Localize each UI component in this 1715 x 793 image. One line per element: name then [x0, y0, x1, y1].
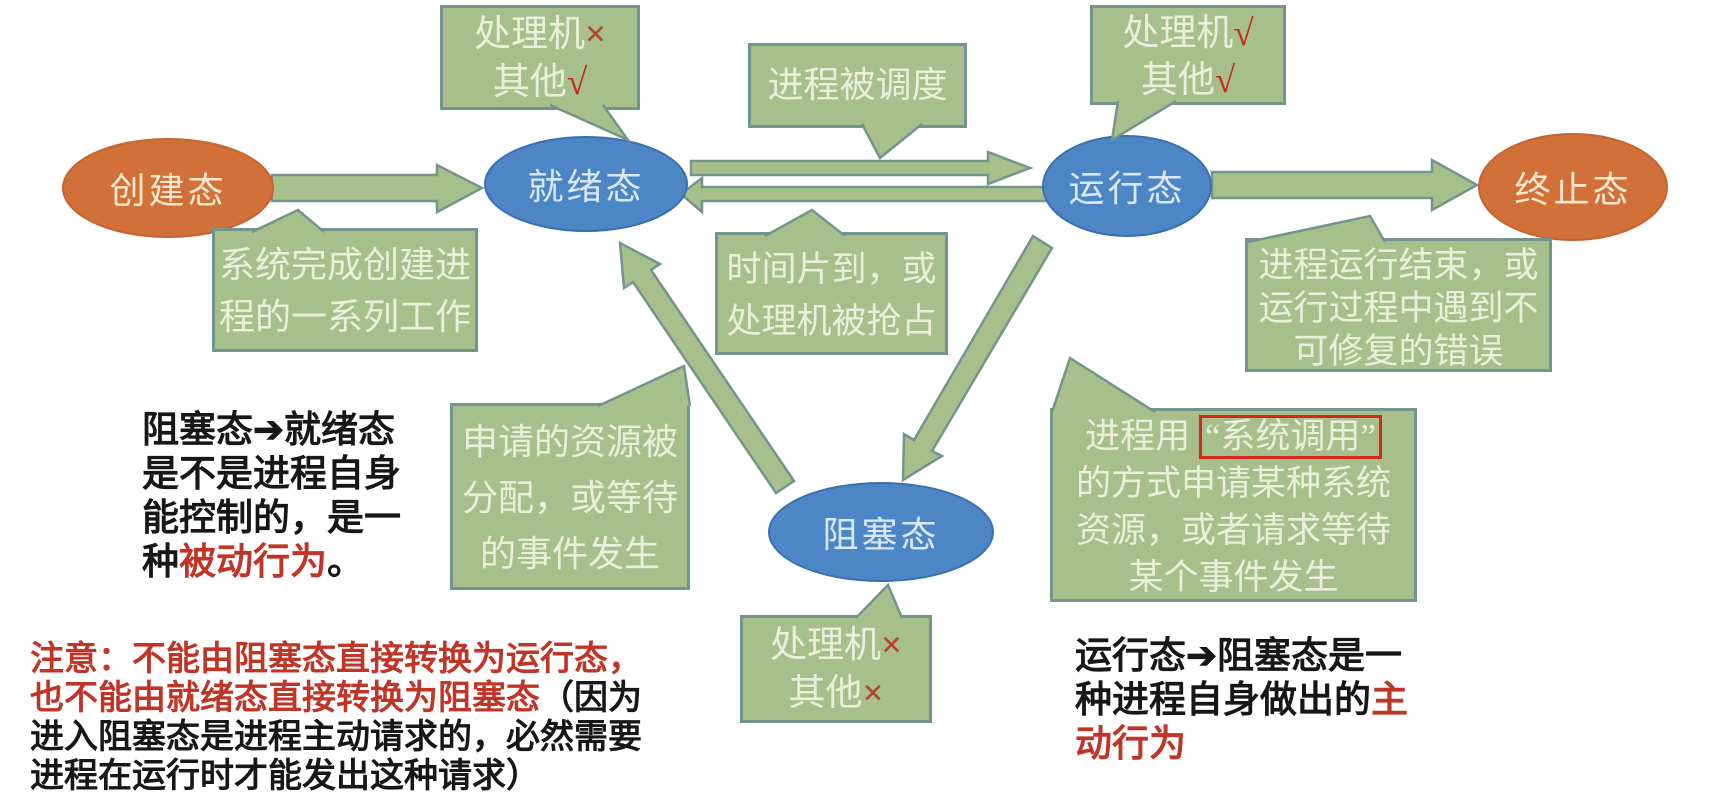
active-line3: 动行为: [1075, 723, 1186, 764]
blocked-flag-other-label: 其他: [788, 673, 863, 714]
state-create: 创建态: [62, 138, 274, 238]
passive-keyword: 被动行为: [179, 541, 327, 582]
resource-line3: 的事件发生: [479, 534, 660, 574]
state-blocked-label: 阻塞态: [822, 515, 940, 555]
state-ready-label: 就绪态: [527, 167, 645, 207]
attention-line1: 注意：不能由阻塞态直接转换为运行态，: [30, 640, 642, 678]
blocked-flag-cpu-label: 处理机: [769, 625, 881, 666]
syscall-line4: 某个事件发生: [1128, 558, 1339, 597]
state-blocked: 阻塞态: [768, 482, 994, 582]
arrow-running-to-terminated: [1210, 157, 1480, 213]
timeslice-line2: 处理机被抢占: [726, 302, 937, 341]
passive-line2: 是不是进程自身: [142, 453, 401, 494]
ready-flag-cpu-mark: ×: [584, 14, 607, 55]
syscall-line2: 的方式申请某种系统: [1075, 464, 1391, 503]
attention-line2-black: （因为: [540, 679, 642, 717]
note-passive-behavior: 阻塞态➔就绪态 是不是进程自身 能控制的，是一 种被动行为。: [142, 408, 401, 584]
ready-flag-other-label: 其他: [492, 62, 567, 103]
note-active-behavior: 运行态➔阻塞态是一 种进程自身做出的主 动行为: [1075, 634, 1408, 766]
blocked-flag-other-mark: ×: [862, 673, 884, 714]
arrow-create-to-ready: [270, 162, 485, 215]
callout-syscall: 进程用 “系统调用” 的方式申请某种系统 资源，或者请求等待 某个事件发生: [1050, 408, 1417, 602]
passive-line1: 阻塞态➔就绪态: [142, 409, 396, 450]
callout-create-done: 系统完成创建进 程的一系列工作: [212, 228, 478, 352]
callout-timeslice: 时间片到，或 处理机被抢占: [715, 232, 948, 355]
run-end-line3: 可修复的错误: [1293, 332, 1504, 371]
state-running: 运行态: [1042, 135, 1212, 237]
ready-flag-cpu-label: 处理机: [473, 14, 585, 55]
blocked-flag-cpu-mark: ×: [880, 625, 903, 666]
callout-run-end: 进程运行结束，或 运行过程中遇到不 可修复的错误: [1245, 238, 1552, 372]
tail-blocked-flags: [855, 582, 904, 619]
resource-line1: 申请的资源被: [461, 422, 678, 462]
tail-scheduled: [860, 123, 923, 160]
callout-process-scheduled: 进程被调度: [748, 43, 967, 128]
syscall-highlight-frame: “系统调用”: [1198, 415, 1382, 459]
attention-line4: 进程在运行时才能发出这种请求）: [30, 757, 540, 793]
state-running-label: 运行态: [1068, 169, 1186, 209]
create-done-line1: 系统完成创建进: [218, 245, 471, 285]
running-flag-other-label: 其他: [1140, 60, 1215, 101]
passive-line3: 能控制的，是一: [142, 497, 401, 538]
passive-line4-suffix: 。: [327, 541, 364, 582]
attention-line3: 进入阻塞态是进程主动请求的，必然需要: [30, 718, 642, 756]
active-line1: 运行态➔阻塞态是一: [1075, 635, 1403, 676]
scheduled-text: 进程被调度: [767, 65, 948, 105]
run-end-line1: 进程运行结束，或: [1258, 246, 1539, 285]
create-done-line2: 程的一系列工作: [218, 297, 471, 337]
active-line2-red: 主: [1371, 679, 1408, 720]
timeslice-line1: 时间片到，或: [726, 250, 937, 289]
active-line2-black: 种进程自身做出的: [1075, 679, 1371, 720]
tail-resource: [597, 364, 692, 408]
tail-ready-flags: [549, 103, 632, 144]
passive-line4-prefix: 种: [142, 541, 179, 582]
state-create-label: 创建态: [109, 171, 227, 211]
attention-line2-red: 也不能由就绪态直接转换为阻塞态: [30, 679, 540, 717]
state-terminated: 终止态: [1478, 133, 1668, 241]
state-ready: 就绪态: [484, 136, 688, 232]
callout-blocked-flags: 处理机× 其他×: [740, 615, 932, 723]
callout-ready-flags: 处理机× 其他√: [440, 5, 640, 110]
syscall-line3: 资源，或者请求等待: [1075, 511, 1391, 550]
running-flag-cpu-label: 处理机: [1122, 13, 1234, 54]
callout-resource-allocated: 申请的资源被 分配，或等待 的事件发生: [450, 403, 690, 590]
tail-syscall: [1050, 356, 1156, 414]
syscall-line1-prefix: 进程用: [1085, 417, 1191, 456]
state-terminated-label: 终止态: [1514, 170, 1632, 210]
arrow-ready-to-running: [689, 150, 1034, 186]
ready-flag-other-mark: √: [566, 62, 588, 103]
running-flag-other-mark: √: [1214, 60, 1236, 101]
resource-line2: 分配，或等待: [461, 478, 678, 518]
note-attention: 注意：不能由阻塞态直接转换为运行态， 也不能由就绪态直接转换为阻塞态（因为 进入…: [30, 640, 642, 793]
running-flag-cpu-mark: √: [1233, 13, 1254, 54]
callout-running-flags: 处理机√ 其他√: [1090, 5, 1286, 105]
run-end-line2: 运行过程中遇到不: [1258, 289, 1539, 328]
